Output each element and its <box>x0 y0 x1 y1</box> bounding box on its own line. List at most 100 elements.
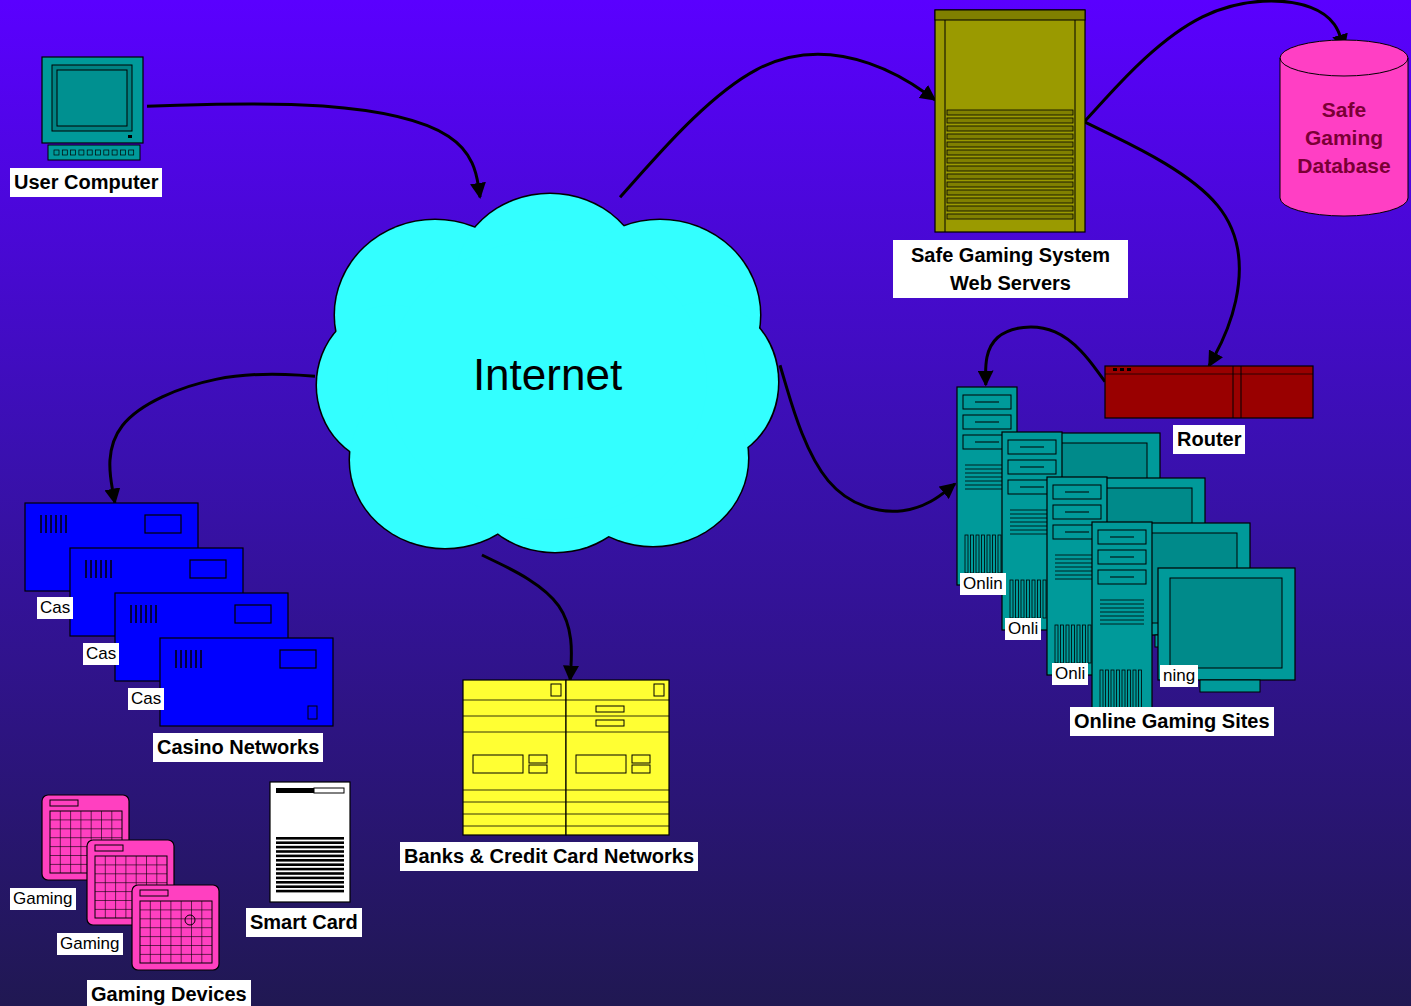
network-unit <box>160 638 333 726</box>
drive-slot <box>1065 492 1089 493</box>
bank-shelf <box>566 802 669 803</box>
vent-line <box>1100 616 1144 617</box>
vent-line <box>1100 612 1144 613</box>
vent-line <box>1100 624 1144 625</box>
drive-slot <box>1065 512 1089 513</box>
node-label: Online Gaming Sites <box>1070 707 1274 736</box>
drive-bay <box>1053 485 1101 499</box>
grid-line <box>170 901 171 963</box>
grille-bar <box>1139 670 1142 708</box>
card-stripe <box>276 846 344 849</box>
grid-line <box>95 882 167 883</box>
grille-bar <box>976 535 979 573</box>
fragment-label: ning <box>1160 665 1198 687</box>
unit-bar <box>140 605 142 623</box>
vent-line <box>1100 608 1144 609</box>
fragment-label: Onli <box>1005 618 1041 640</box>
card-stripe <box>276 890 344 893</box>
bank-shelf <box>463 802 566 803</box>
keyboard-key <box>62 150 67 155</box>
unit-bar <box>130 605 132 623</box>
device-bar <box>140 890 168 896</box>
unit-bar <box>100 560 102 578</box>
drive-bay <box>1098 530 1146 544</box>
unit-panel <box>145 515 181 533</box>
drive-slot <box>1110 557 1134 558</box>
unit-bar <box>145 605 147 623</box>
grid-line <box>160 901 161 963</box>
node-label: User Computer <box>10 168 162 197</box>
unit-panel <box>280 650 316 668</box>
screen-inner <box>57 70 127 126</box>
drive-bay <box>963 415 1011 429</box>
power-light <box>128 135 132 138</box>
drive-slot <box>975 442 999 443</box>
keyboard-key <box>96 150 101 155</box>
grille-bar <box>998 535 1001 573</box>
user-computer: User Computer <box>40 55 147 162</box>
grille-bar <box>1106 670 1109 708</box>
server-slot <box>947 110 1073 115</box>
node-label: Gaming Devices <box>87 980 251 1006</box>
keyboard-key <box>112 150 117 155</box>
card-stripe <box>276 881 344 884</box>
card-stripe <box>276 837 344 840</box>
card-band <box>314 788 344 793</box>
drive-slot <box>1020 467 1044 468</box>
fragment-label: Gaming <box>10 888 76 910</box>
grid-line <box>181 901 182 963</box>
bank-shelf <box>566 826 669 827</box>
drive-slot <box>1110 537 1134 538</box>
grille-bar <box>1122 670 1125 708</box>
node-label: Internet <box>315 350 780 400</box>
drive-slot <box>1110 577 1134 578</box>
drive-bay <box>1053 505 1101 519</box>
grid-line <box>150 901 151 963</box>
unit-bar <box>40 515 42 533</box>
grille-bar <box>965 535 968 573</box>
grid-line <box>191 901 192 963</box>
drive-slot <box>975 402 999 403</box>
server-slot <box>947 158 1073 163</box>
unit-bar <box>110 560 112 578</box>
unit-bar <box>180 650 182 668</box>
grid-line <box>140 936 212 937</box>
web-server-icon <box>935 10 1085 232</box>
casino-network: CasCasCasCasino Networks <box>25 503 335 727</box>
bank-server <box>463 680 566 835</box>
unit-bar <box>175 650 177 668</box>
card-stripe <box>276 863 344 866</box>
unit-panel <box>235 605 271 623</box>
keyboard <box>48 145 140 160</box>
drive-bay <box>1008 440 1056 454</box>
bank-shelf <box>463 732 566 733</box>
keyboard-key <box>129 150 134 155</box>
server-slot <box>947 126 1073 131</box>
grille-bar <box>1133 670 1136 708</box>
server-tower <box>1092 522 1152 720</box>
unit-bar <box>190 650 192 668</box>
smart-card-icon <box>270 782 350 902</box>
bank-shelf <box>463 716 566 717</box>
connector-arrow <box>780 365 955 511</box>
fragment-label: Cas <box>128 688 164 710</box>
server-slot <box>947 142 1073 147</box>
bank-panel <box>473 755 523 773</box>
connector-arrow <box>986 327 1105 385</box>
grid-line <box>80 811 81 873</box>
router: Router <box>1105 366 1313 418</box>
unit-bar <box>45 515 47 533</box>
server-slot <box>947 182 1073 187</box>
bank-light <box>551 684 561 696</box>
grille-bar <box>1077 625 1080 663</box>
bank-servers-icon <box>463 680 669 835</box>
bank-panel <box>529 755 547 763</box>
grille-bar <box>987 535 990 573</box>
grille-bar <box>1100 670 1103 708</box>
bank-panel <box>596 720 624 726</box>
router-icon <box>1105 366 1313 418</box>
card-stripe <box>276 855 344 858</box>
bank-shelf <box>463 790 566 791</box>
card-stripe <box>276 859 344 862</box>
grille-bar <box>1083 625 1086 663</box>
